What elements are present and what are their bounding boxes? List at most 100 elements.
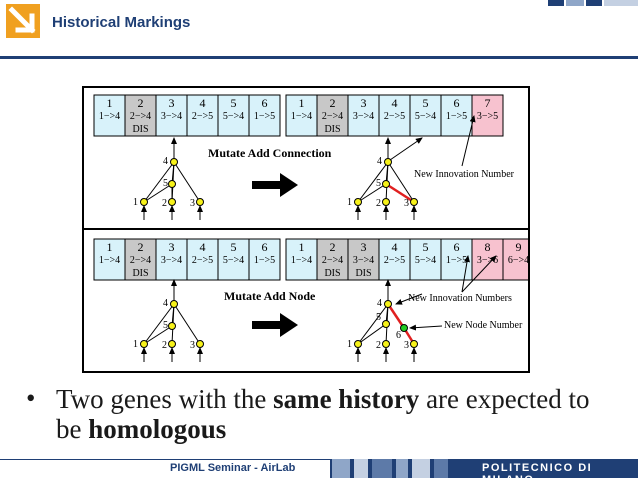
gene-cell	[124, 94, 157, 137]
gene-cell	[186, 238, 219, 281]
gene-connection: 1−>4	[99, 111, 120, 122]
new-node-number-annotation: New Node Number	[444, 320, 523, 331]
svg-text:5: 5	[376, 312, 381, 323]
gene-connection: 1−>4	[99, 255, 120, 266]
gene-innovation-number: 5	[423, 96, 429, 110]
gene-cell	[248, 94, 281, 137]
gene-cell	[440, 94, 473, 137]
svg-text:3: 3	[404, 340, 409, 351]
gene-innovation-number: 3	[169, 240, 175, 254]
svg-text:2: 2	[162, 340, 167, 351]
gene-connection: 6−>4	[508, 255, 528, 266]
gene-connection: 2−>4	[130, 111, 151, 122]
bottom-child-network: 4 5 6 1 2 3 New Innovation Numbers New N…	[347, 255, 523, 362]
svg-text:1: 1	[133, 339, 138, 350]
gene-innovation-number: 6	[262, 96, 268, 110]
gene-connection: 1−>5	[446, 111, 467, 122]
new-innovation-numbers-annotation: New Innovation Numbers	[408, 293, 512, 304]
svg-text:6: 6	[396, 330, 401, 341]
svg-text:1: 1	[347, 197, 352, 208]
gene-connection: 2−>4	[322, 255, 343, 266]
bullet-text: Two genes with the same history are expe…	[56, 384, 590, 444]
gene-innovation-number: 5	[423, 240, 429, 254]
svg-text:4: 4	[377, 156, 382, 167]
top-right-arrow-icon	[252, 173, 298, 197]
svg-text:5: 5	[163, 178, 168, 189]
gene-innovation-number: 1	[299, 96, 305, 110]
gene-connection: 1−>5	[254, 255, 275, 266]
gene-cell	[93, 94, 126, 137]
svg-text:5: 5	[376, 178, 381, 189]
gene-innovation-number: 8	[485, 240, 491, 254]
gene-innovation-number: 2	[330, 240, 336, 254]
svg-text:1: 1	[133, 197, 138, 208]
gene-cell	[409, 94, 442, 137]
gene-innovation-number: 6	[454, 240, 460, 254]
gene-innovation-number: 6	[454, 96, 460, 110]
top-parent-network: 4 5 1 2 3	[133, 137, 204, 220]
svg-text:3: 3	[190, 340, 195, 351]
gene-innovation-number: 3	[361, 240, 367, 254]
gene-connection: 5−>4	[223, 255, 244, 266]
gene-connection: 1−>4	[291, 111, 312, 122]
gene-disabled-flag: DIS	[324, 268, 340, 279]
logo-arrow-icon	[6, 4, 40, 38]
panel-divider	[82, 228, 530, 230]
gene-cell	[186, 94, 219, 137]
gene-cell	[124, 238, 157, 281]
gene-innovation-number: 5	[231, 96, 237, 110]
gene-disabled-flag: DIS	[355, 268, 371, 279]
gene-innovation-number: 3	[361, 96, 367, 110]
top-child-network: 4 5 1 2 3 New Innovation Number	[347, 115, 515, 220]
gene-connection: 5−>4	[415, 255, 436, 266]
footer-institution: POLITECNICO DI MILANO	[482, 462, 593, 486]
gene-cell	[155, 94, 188, 137]
gene-connection: 2−>4	[130, 255, 151, 266]
footer-seminar: PIGML Seminar - AirLab	[170, 462, 296, 474]
gene-innovation-number: 1	[107, 96, 113, 110]
gene-connection: 1−>4	[291, 255, 312, 266]
svg-text:2: 2	[376, 198, 381, 209]
gene-disabled-flag: DIS	[132, 268, 148, 279]
gene-innovation-number: 6	[262, 240, 268, 254]
svg-text:5: 5	[163, 320, 168, 331]
gene-cell	[409, 238, 442, 281]
page-title: Historical Markings	[52, 14, 191, 31]
bottom-right-arrow-icon	[252, 313, 298, 337]
gene-innovation-number: 1	[299, 240, 305, 254]
gene-innovation-number: 4	[392, 240, 398, 254]
gene-innovation-number: 4	[200, 96, 206, 110]
svg-text:4: 4	[377, 298, 382, 309]
bullet-symbol: •	[26, 383, 36, 413]
gene-connection: 3−>5	[477, 111, 498, 122]
new-node	[400, 324, 408, 332]
gene-cell	[285, 94, 318, 137]
gene-cell	[378, 94, 411, 137]
footer-left-panel	[0, 459, 330, 478]
gene-cell	[347, 238, 380, 281]
gene-innovation-number: 9	[516, 240, 522, 254]
svg-text:1: 1	[347, 339, 352, 350]
new-connection-link	[385, 182, 415, 204]
gene-connection: 3−>4	[353, 111, 374, 122]
gene-cell	[378, 238, 411, 281]
gene-innovation-number: 4	[392, 96, 398, 110]
gene-innovation-number: 1	[107, 240, 113, 254]
svg-text:4: 4	[163, 156, 168, 167]
gene-disabled-flag: DIS	[132, 124, 148, 135]
gene-innovation-number: 3	[169, 96, 175, 110]
gene-connection: 3−>4	[161, 111, 182, 122]
gene-innovation-number: 4	[200, 240, 206, 254]
bottom-operation-label: Mutate Add Node	[224, 289, 316, 303]
gene-innovation-number: 5	[231, 240, 237, 254]
gene-connection: 3−>6	[477, 255, 498, 266]
gene-cell	[471, 238, 504, 281]
new-innovation-annotation: New Innovation Number	[414, 169, 515, 180]
emphasis-homologous: homologous	[88, 414, 227, 444]
gene-connection: 2−>5	[384, 111, 405, 122]
